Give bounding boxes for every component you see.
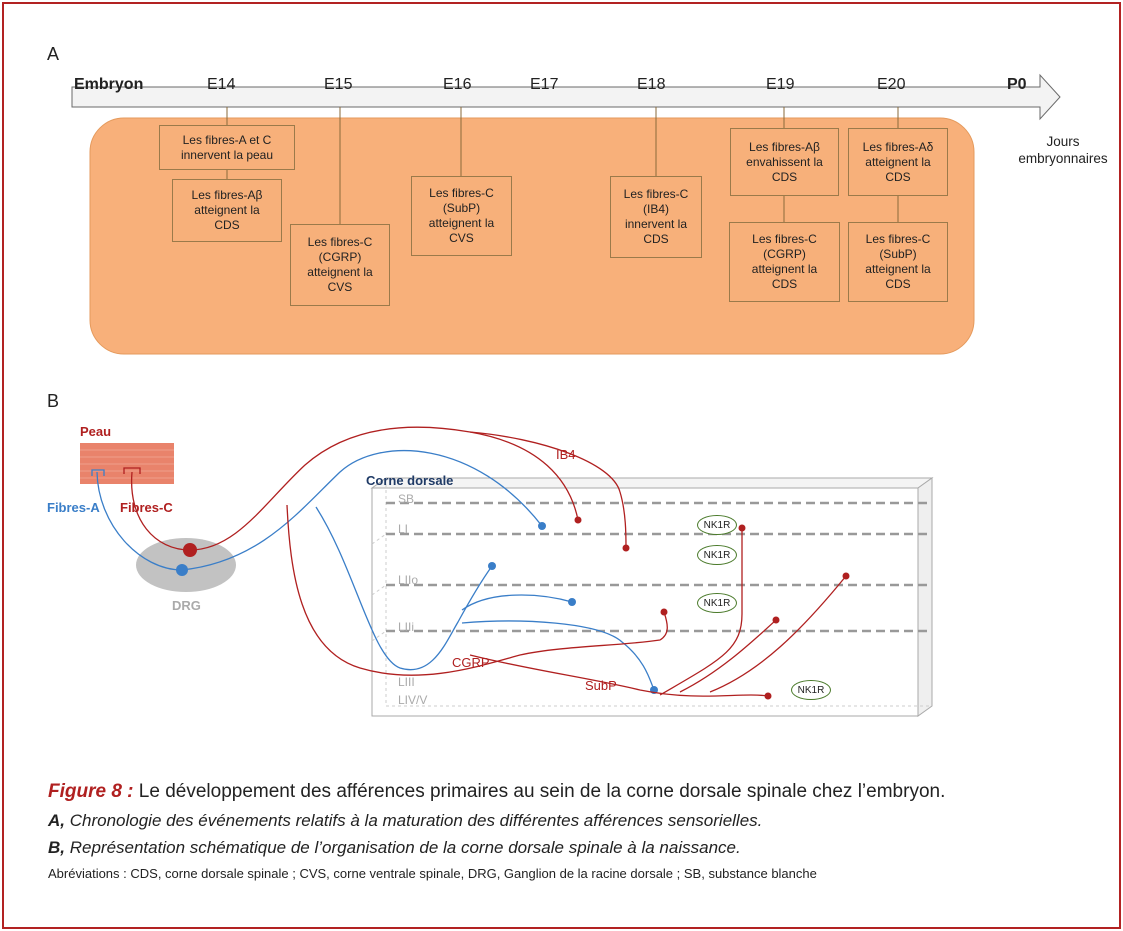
stage-e20: E20 bbox=[877, 76, 906, 93]
event-e20-subp: Les fibres-C (SubP) atteignent la CDS bbox=[848, 222, 948, 302]
timeline-start-label: Embryon bbox=[74, 76, 144, 93]
label-ib4: IB4 bbox=[556, 447, 576, 462]
caption-b: B, Représentation schématique de l’organ… bbox=[48, 837, 1090, 859]
stage-e17: E17 bbox=[530, 76, 559, 93]
layer-li: LI bbox=[398, 522, 409, 536]
axis-note: Jours embryonnaires bbox=[1018, 134, 1108, 166]
event-e19-cgrp: Les fibres-C (CGRP) atteignent la CDS bbox=[729, 222, 840, 302]
label-fibres-a: Fibres-A bbox=[47, 500, 100, 515]
timeline-graphics bbox=[71, 73, 1061, 355]
layer-liii-inner: LIIi bbox=[398, 620, 415, 634]
dorsal-horn-diagram bbox=[80, 426, 934, 717]
caption-b-text: Représentation schématique de l’organisa… bbox=[65, 838, 741, 857]
timeline-arrow bbox=[71, 73, 1061, 121]
layer-liio: LIIo bbox=[398, 573, 419, 587]
panel-b-label: B bbox=[47, 391, 60, 411]
fibres-a-paths bbox=[91, 450, 655, 691]
skin-block bbox=[80, 443, 174, 484]
layer-liv-v: LIV/V bbox=[398, 693, 428, 707]
caption-a: A, Chronologie des événements relatifs à… bbox=[48, 810, 1090, 832]
event-e15-cgrp: Les fibres-C (CGRP) atteignent la CVS bbox=[290, 224, 390, 306]
stage-e18: E18 bbox=[637, 76, 666, 93]
label-cgrp: CGRP bbox=[452, 655, 490, 670]
nk1r-receptor-1: NK1R bbox=[697, 515, 737, 535]
layer-liii: LIII bbox=[398, 675, 415, 689]
label-corne-dorsale: Corne dorsale bbox=[366, 473, 454, 488]
nk1r-receptor-3: NK1R bbox=[697, 593, 737, 613]
caption-abbreviations: Abréviations : CDS, corne dorsale spinal… bbox=[48, 866, 817, 881]
panel-a-label: A bbox=[47, 44, 60, 64]
caption-a-label: A, bbox=[48, 811, 65, 830]
caption-title: Le développement des afférences primaire… bbox=[133, 781, 946, 802]
event-e20-adelta: Les fibres-Aδ atteignent la CDS bbox=[848, 128, 948, 196]
event-e14-innervation: Les fibres-A et C innervent la peau bbox=[159, 125, 295, 170]
caption-main: Figure 8 : Le développement des afférenc… bbox=[48, 780, 1090, 804]
label-peau: Peau bbox=[80, 424, 112, 439]
drg-ganglion bbox=[136, 538, 236, 592]
caption-b-label: B, bbox=[48, 838, 65, 857]
event-e18-ib4: Les fibres-C (IB4) innervent la CDS bbox=[610, 176, 702, 258]
label-drg: DRG bbox=[172, 598, 201, 613]
event-e19-abeta: Les fibres-Aβ envahissent la CDS bbox=[730, 128, 839, 196]
stage-e19: E19 bbox=[766, 76, 795, 93]
timeline-end-label: P0 bbox=[1007, 76, 1027, 93]
nk1r-receptor-4: NK1R bbox=[791, 680, 831, 700]
label-fibres-c: Fibres-C bbox=[120, 500, 173, 515]
stage-e16: E16 bbox=[443, 76, 472, 93]
dorsal-horn-box bbox=[370, 477, 934, 717]
stage-e14: E14 bbox=[207, 76, 236, 93]
nk1r-receptor-2: NK1R bbox=[697, 545, 737, 565]
caption-a-text: Chronologie des événements relatifs à la… bbox=[65, 811, 763, 830]
event-e16-subp: Les fibres-C (SubP) atteignent la CVS bbox=[411, 176, 512, 256]
caption-figure-label: Figure 8 : bbox=[48, 781, 134, 802]
event-e14-abeta: Les fibres-Aβ atteignent la CDS bbox=[172, 179, 282, 242]
layer-sb: SB bbox=[398, 492, 415, 506]
label-subp: SubP bbox=[585, 678, 617, 693]
stage-e15: E15 bbox=[324, 76, 353, 93]
fibres-c-paths bbox=[123, 426, 847, 697]
